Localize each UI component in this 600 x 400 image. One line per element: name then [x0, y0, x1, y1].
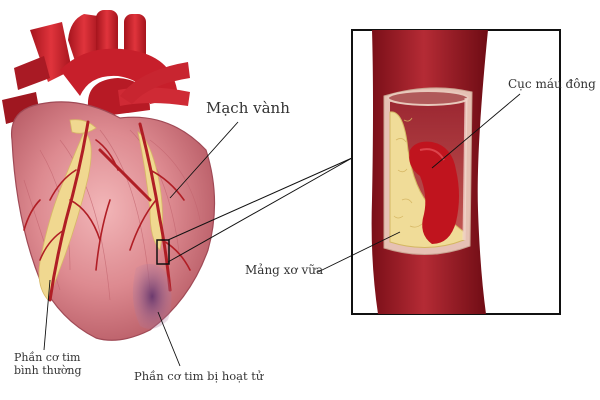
- leader-coronary: [169, 121, 239, 199]
- leader-normal: [43, 279, 51, 351]
- leader-clot: [431, 93, 521, 169]
- great-vessels: [2, 10, 190, 124]
- blood-clot: [409, 141, 459, 244]
- label-atherosclerotic-plaque: Mảng xơ vữa: [245, 263, 324, 277]
- necrotic-region: [132, 263, 172, 329]
- leader-lines: [43, 93, 521, 367]
- heart-illustration: [2, 10, 216, 341]
- label-normal-heart-muscle: Phần cơ tim bình thường: [14, 351, 82, 377]
- label-coronary-artery: Mạch vành: [206, 99, 290, 117]
- label-necrotic-heart-muscle: Phần cơ tim bị hoạt tử: [134, 369, 264, 383]
- artery-zoom-panel: [351, 29, 561, 315]
- leader-necrosis: [157, 311, 181, 367]
- leader-plaque: [317, 231, 401, 273]
- zoom-connector-lines: [167, 157, 353, 263]
- blockage-marker: [156, 239, 170, 265]
- label-blood-clot: Cục máu đông: [508, 77, 596, 91]
- heart-body: [10, 101, 216, 341]
